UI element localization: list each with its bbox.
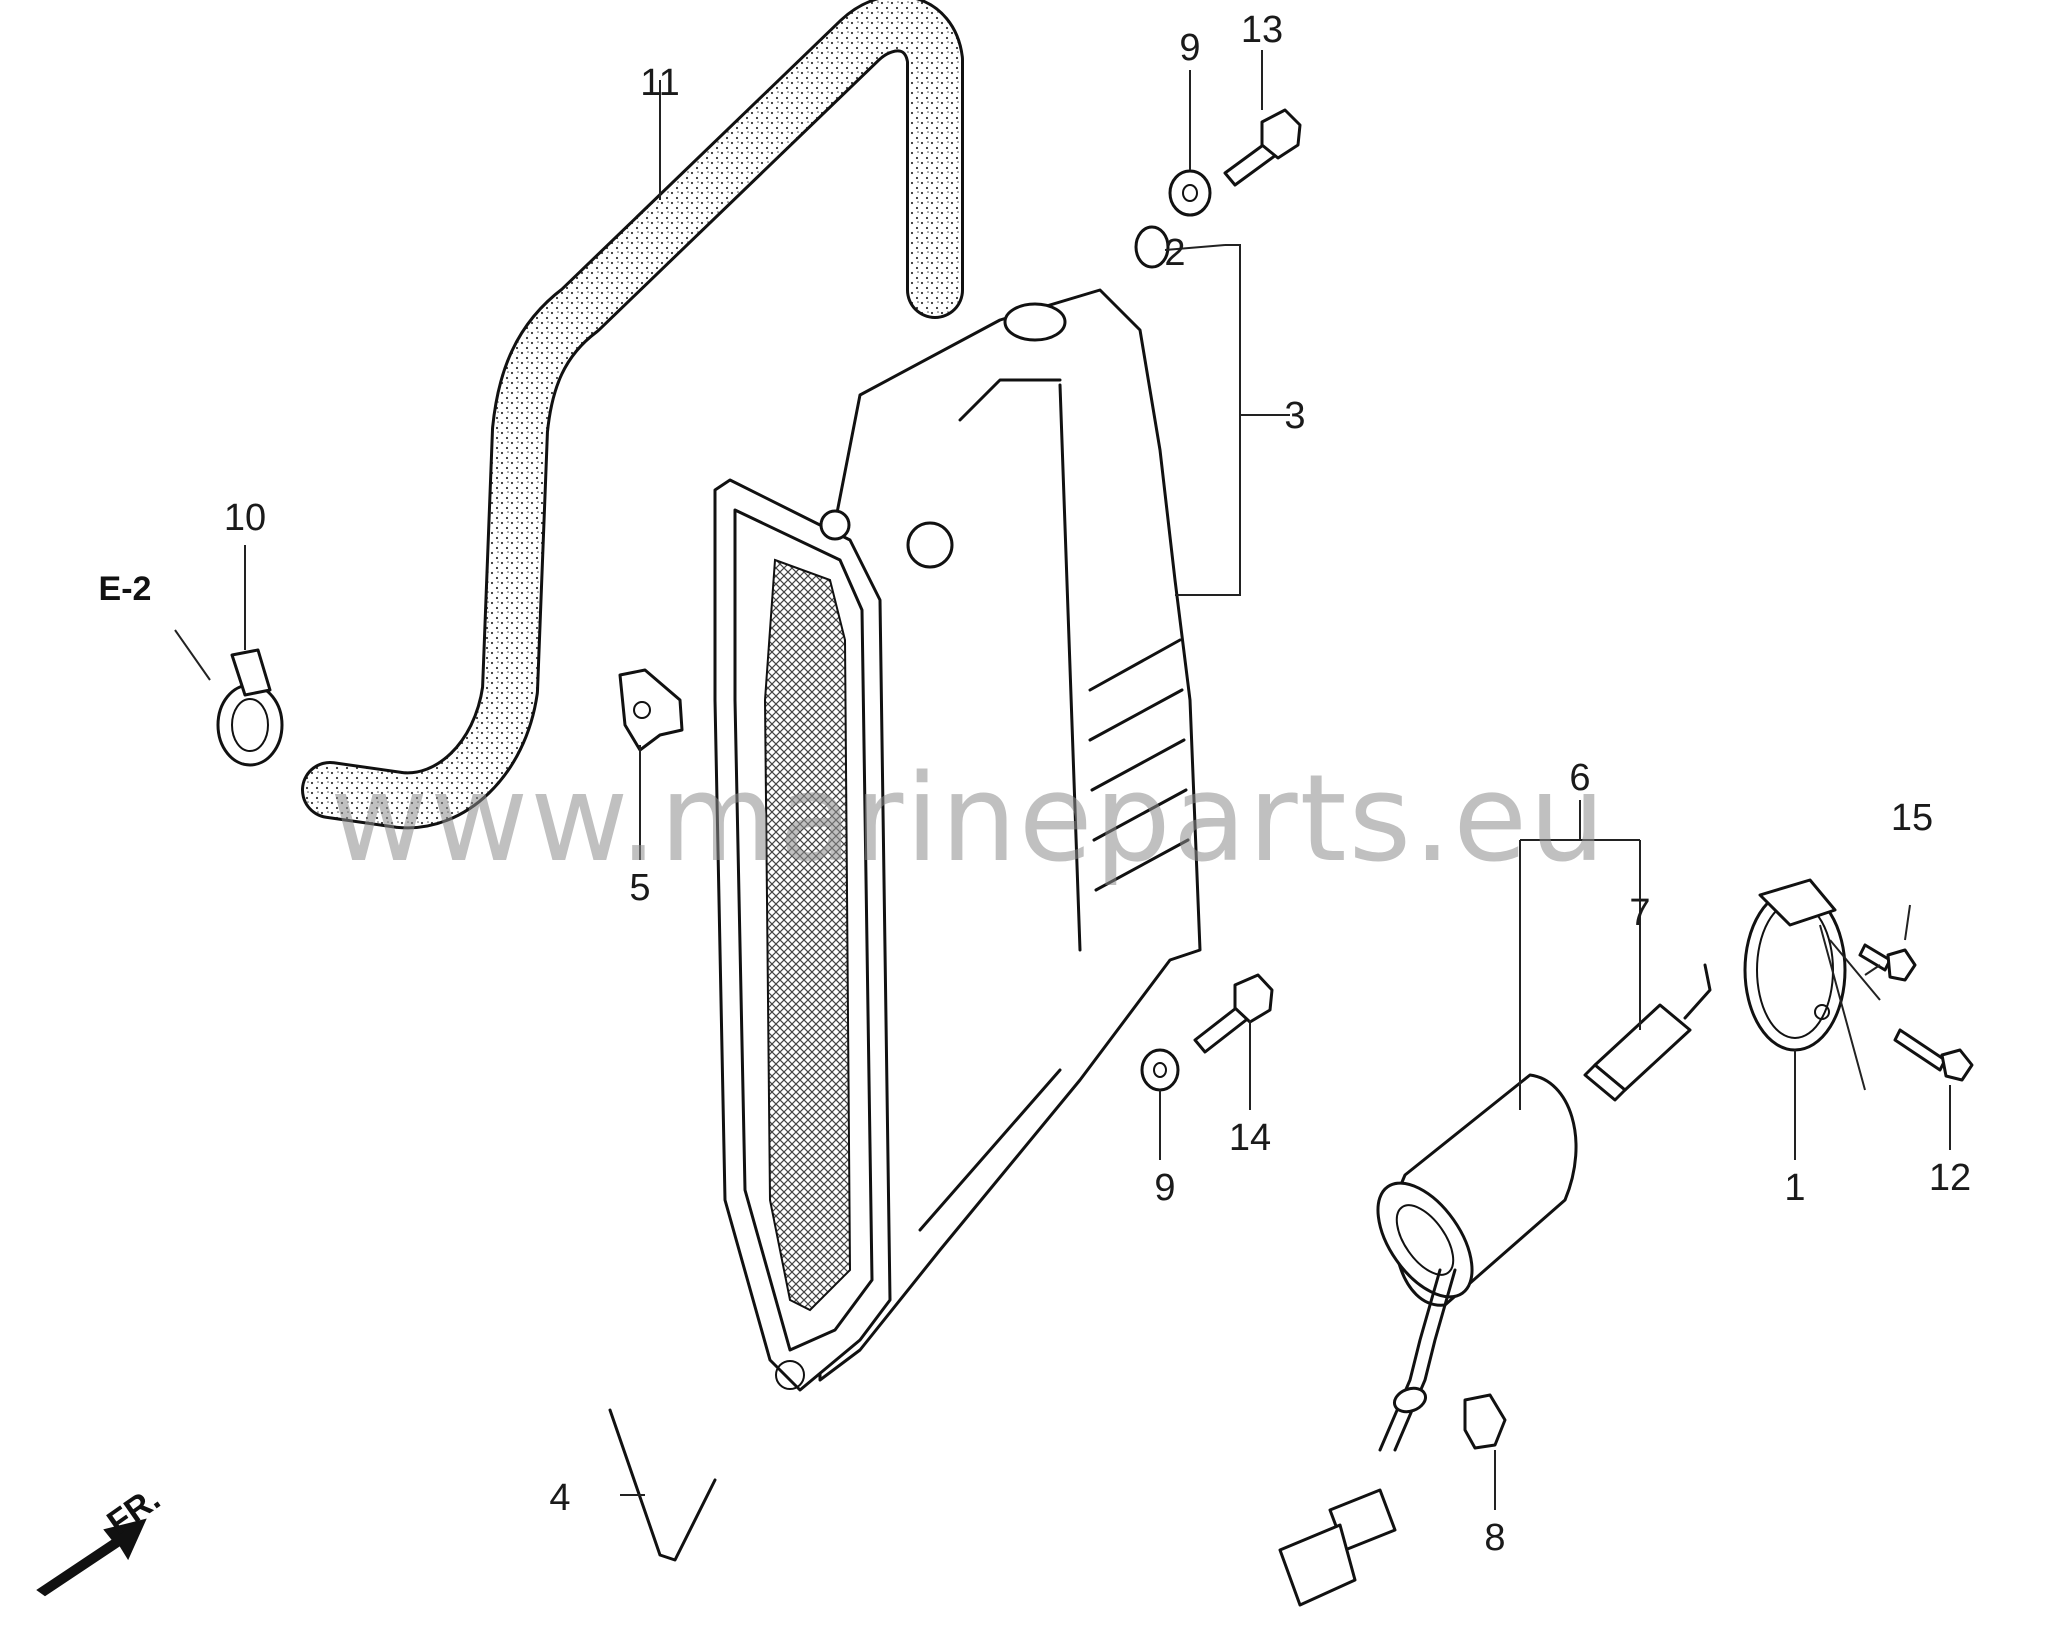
bolt-14-part: [1193, 973, 1274, 1054]
ref-e2: E-2: [99, 570, 152, 608]
front-arrow-icon: [36, 1518, 147, 1597]
grommet-part: [1134, 225, 1170, 269]
vent-slats: [1088, 638, 1190, 892]
callout-9-bottom: 9: [1154, 1167, 1175, 1209]
clip-8-part: [1463, 1393, 1507, 1450]
callout-11: 11: [640, 62, 679, 104]
bolt-13-part: [1223, 108, 1302, 187]
washer-bottom-part: [1140, 1048, 1180, 1092]
callout-9-top: 9: [1179, 27, 1200, 69]
callout-6: 6: [1569, 757, 1590, 799]
callout-7: 7: [1629, 892, 1650, 934]
clip-5-part: [618, 668, 684, 752]
watermark: www.marineparts.eu: [330, 750, 1607, 889]
filter-6-part: [1278, 1073, 1578, 1607]
callout-10: 10: [224, 497, 266, 539]
callout-5: 5: [629, 867, 650, 909]
callout-1: 1: [1784, 1167, 1805, 1209]
callout-12: 12: [1929, 1157, 1971, 1199]
callout-2: 2: [1164, 232, 1185, 274]
sensor-7-part: [1583, 963, 1712, 1102]
screw-12-part: [1893, 1028, 1974, 1082]
callout-14: 14: [1229, 1117, 1271, 1159]
hose-part: [301, 0, 964, 830]
callout-3: 3: [1284, 395, 1305, 437]
front-direction-indicator: FR.: [36, 1480, 167, 1597]
washer-top-part: [1168, 169, 1212, 217]
callout-13: 13: [1241, 9, 1283, 51]
clamp-10-part: [216, 648, 284, 767]
callout-8: 8: [1484, 1517, 1505, 1559]
wire-4-part: [608, 1408, 717, 1562]
leader-lines: [174, 50, 1951, 1510]
callout-15: 15: [1891, 797, 1933, 839]
housing-front-frame: [713, 478, 954, 1392]
band-clamp-1-part: [1743, 878, 1847, 1052]
screw-15-part: [1858, 943, 1917, 982]
callouts: 1 2 3 4 5 6 7 8 9 9 10 11 12 13 14 15: [224, 9, 1971, 1559]
callout-4: 4: [549, 1477, 570, 1519]
